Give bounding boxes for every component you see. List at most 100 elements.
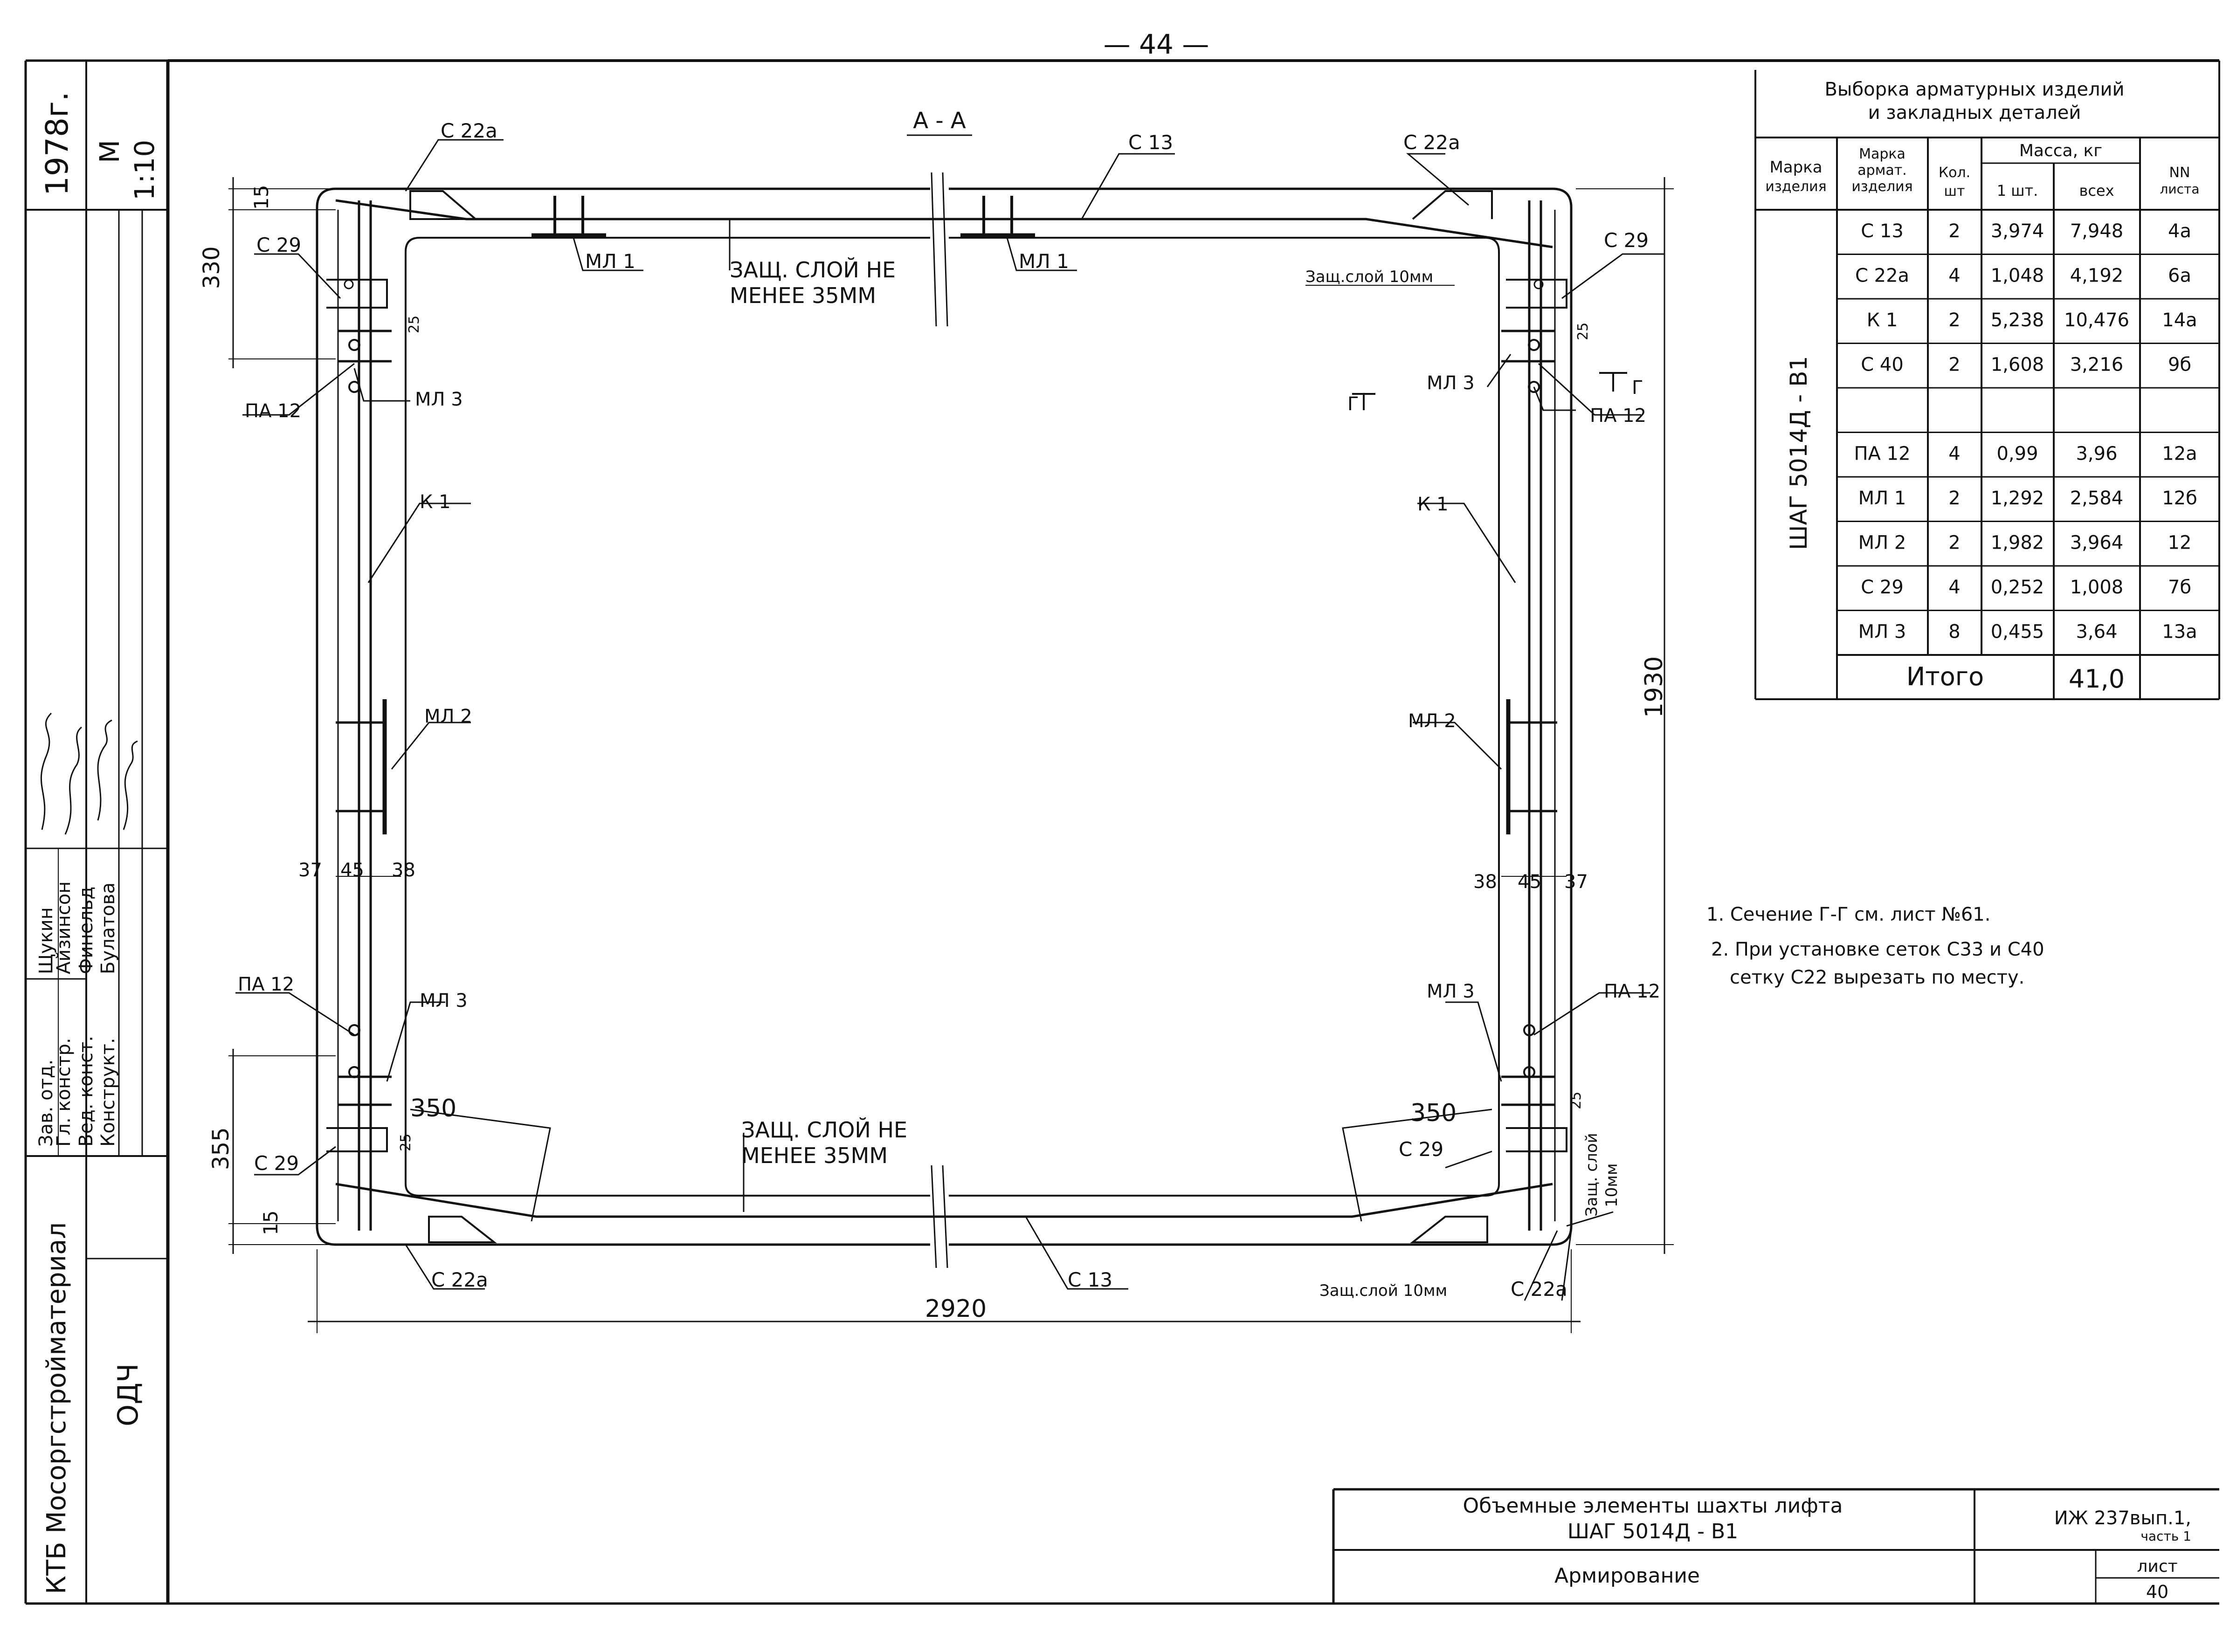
dim-45-right: 45 xyxy=(1518,871,1541,893)
stamp-organization: КТБ Мосоргстройматериал xyxy=(41,1222,72,1594)
sheet-frame xyxy=(24,59,2219,1605)
label-ml2-right: МЛ 2 xyxy=(1408,710,1456,732)
stamp-name-4: Булатова xyxy=(97,882,119,974)
table-cell-sheet: 12 xyxy=(2168,532,2192,554)
dim-37-left: 37 xyxy=(298,860,322,881)
hdr-qty-2: шт xyxy=(1944,183,1965,200)
table-cell-mark: С 22а xyxy=(1855,265,1909,287)
section-mark-g-right: Г xyxy=(1632,377,1643,399)
table-cell-all: 3,216 xyxy=(2070,354,2124,376)
title-name-line1: Объемные элементы шахты лифта xyxy=(1463,1494,1843,1518)
pa12-ml3-left-bottom xyxy=(338,1024,392,1106)
hdr-mark-item-2: изделия xyxy=(1765,179,1826,195)
label-cover10-bottom: Защ.слой 10мм xyxy=(1319,1281,1447,1300)
dim-45-left: 45 xyxy=(340,860,364,881)
label-cover10-vertical-2: 10мм xyxy=(1602,1163,1621,1207)
title-sheet-label: лист xyxy=(2137,1557,2177,1576)
label-pa12-top-right: ПА 12 xyxy=(1590,405,1646,427)
label-cover35-top-l1: ЗАЩ. СЛОЙ НЕ xyxy=(730,257,896,282)
table-cell-qty: 2 xyxy=(1948,310,1960,331)
label-c13-top: С 13 xyxy=(1128,131,1173,154)
table-cell-qty: 2 xyxy=(1948,532,1960,554)
title-doc-number: ИЖ 237вып.1, xyxy=(2054,1507,2191,1529)
pa12-ml3-right-top xyxy=(1501,330,1555,393)
dim-25-left-top: 25 xyxy=(406,316,422,333)
label-k1-left: К 1 xyxy=(420,491,451,513)
label-ml3-top-left: МЛ 3 xyxy=(415,389,463,410)
label-cover35-bottom-l1: ЗАЩ. СЛОЙ НЕ xyxy=(741,1117,907,1143)
table-cell-sheet: 7б xyxy=(2168,577,2191,598)
hdr-sheet: NN xyxy=(2169,165,2190,181)
dim-15-top: 15 xyxy=(250,185,273,210)
table-cell-mark: МЛ 3 xyxy=(1858,621,1906,643)
hdr-mark-item-1: Марка xyxy=(1769,158,1822,177)
table-cell-mark: МЛ 2 xyxy=(1858,532,1906,554)
side-stamp: 1978г. М 1:10 Зав. отд. Гл. констр. Вед.… xyxy=(26,61,168,1604)
label-c29-bottom-right: С 29 xyxy=(1399,1138,1443,1161)
signatures xyxy=(40,712,138,835)
label-cover35-top-l2: МЕНЕЕ 35ММ xyxy=(730,283,876,308)
table-cell-all: 2,584 xyxy=(2070,488,2124,509)
section-marks: Г Г xyxy=(1347,372,1643,415)
title-name-line2: ШАГ 5014Д - В1 xyxy=(1567,1520,1738,1543)
section-mark-g-left: Г xyxy=(1347,393,1359,415)
plate-ml2-left xyxy=(336,699,387,834)
stamp-role-2: Гл. констр. xyxy=(53,1038,75,1147)
hdr-sheet-2: листа xyxy=(2160,181,2200,197)
rebar-c13-top xyxy=(335,199,1553,248)
table-cell-sheet: 6а xyxy=(2168,265,2191,287)
table-cell-all: 3,964 xyxy=(2070,532,2124,554)
table-cell-qty: 4 xyxy=(1948,443,1960,465)
plate-ml2-right xyxy=(1506,699,1557,834)
dim-38-right: 38 xyxy=(1473,871,1497,893)
stamp-name-1: Щукин xyxy=(35,907,57,974)
table-cell-all: 7,948 xyxy=(2070,220,2124,242)
pa12-ml3-left-top xyxy=(338,330,392,393)
table-cell-mark: С 40 xyxy=(1861,354,1904,376)
table-cell-all: 3,96 xyxy=(2076,443,2117,465)
label-c22a-top-right: С 22а xyxy=(1403,131,1460,154)
table-cell-qty: 4 xyxy=(1948,577,1960,598)
dim-37-right: 37 xyxy=(1564,871,1588,893)
table-cell-all: 3,64 xyxy=(2076,621,2117,643)
hdr-mass-all: всех xyxy=(2079,182,2114,200)
table-cell-qty: 2 xyxy=(1948,220,1960,242)
label-c29-top-right: С 29 xyxy=(1604,229,1649,252)
stamp-scale-m: М xyxy=(94,140,125,163)
outer-contour xyxy=(316,187,1573,1246)
table-cell-mark: К 1 xyxy=(1867,310,1898,331)
title-subtitle: Армирование xyxy=(1554,1564,1700,1588)
page-number: — 44 — xyxy=(1104,28,1209,60)
note-2: 2. При установке сеток С33 и С40 xyxy=(1711,939,2044,960)
table-cell-one: 0,99 xyxy=(1996,443,2038,465)
table-cell-sheet: 4а xyxy=(2168,220,2191,242)
table-cell-one: 1,982 xyxy=(1991,532,2044,554)
stamp-year: 1978г. xyxy=(39,91,75,196)
stamp-scale-value: 1:10 xyxy=(129,140,160,200)
label-ml3-bottom-right: МЛ 3 xyxy=(1427,981,1475,1002)
table-total-label: Итого xyxy=(1906,662,1984,691)
label-ml1-left: МЛ 1 xyxy=(585,250,635,273)
dim-25-right-bottom: 25 xyxy=(1568,1092,1584,1109)
table-title-line1: Выборка арматурных изделий xyxy=(1824,79,2124,100)
table-cell-mark: МЛ 1 xyxy=(1858,488,1906,509)
title-doc-part: часть 1 xyxy=(2140,1528,2191,1544)
note-2-cont: сетку С22 вырезать по месту. xyxy=(1730,967,2024,988)
dimensions xyxy=(228,177,1674,1333)
label-c22a-top-left: С 22а xyxy=(441,119,497,142)
table-cell-one: 5,238 xyxy=(1991,310,2044,331)
spec-table: Выборка арматурных изделий и закладных д… xyxy=(1754,61,2220,700)
table-cell-one: 1,608 xyxy=(1991,354,2044,376)
table-total-value: 41,0 xyxy=(2069,664,2125,694)
table-cell-mark: ПА 12 xyxy=(1854,443,1910,465)
table-cell-qty: 2 xyxy=(1948,354,1960,376)
table-title-line2: и закладных деталей xyxy=(1868,102,2081,124)
dim-25-left-bottom: 25 xyxy=(398,1134,414,1151)
section-drawing: 15 330 355 15 1930 2920 350 350 25 25 25… xyxy=(199,119,1674,1333)
label-pa12-top-left: ПА 12 xyxy=(245,400,301,422)
dim-350-right: 350 xyxy=(1410,1099,1457,1127)
table-cell-all: 1,008 xyxy=(2070,577,2124,598)
label-ml1-right: МЛ 1 xyxy=(1019,250,1069,273)
